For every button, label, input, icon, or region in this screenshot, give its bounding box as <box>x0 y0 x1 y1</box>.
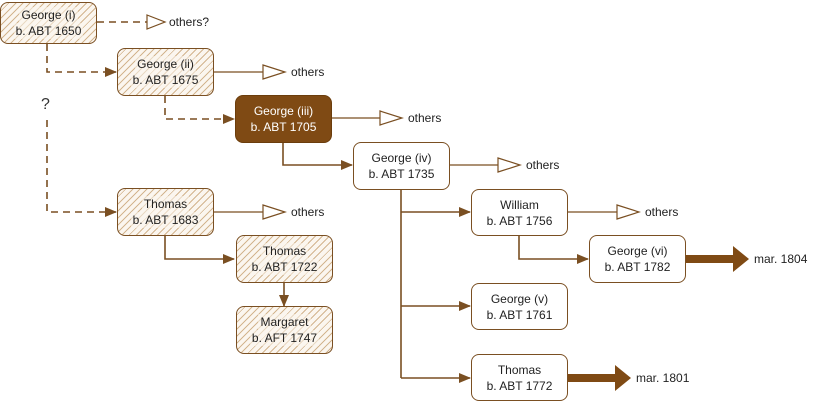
unknown-to-thomas-1683-link <box>46 120 117 217</box>
person-name: George (iv) <box>371 151 432 165</box>
person-birth: b. ABT 1683 <box>130 212 201 228</box>
william-others-link <box>568 204 641 220</box>
person-name: George (ii) <box>135 56 196 72</box>
george-iii-others-label: others <box>408 111 442 125</box>
person-birth: b. ABT 1675 <box>130 72 201 88</box>
person-thomas-1683[interactable]: Thomas b. ABT 1683 <box>117 188 214 236</box>
person-name: George (iii) <box>253 104 314 118</box>
person-name: George (i) <box>19 7 78 23</box>
person-george-vi[interactable]: George (vi) b. ABT 1782 <box>589 235 686 283</box>
person-birth: b. ABT 1756 <box>486 213 553 228</box>
george-iv-others-link <box>450 157 522 173</box>
person-birth: b. ABT 1650 <box>13 23 84 39</box>
person-birth: b. ABT 1761 <box>486 307 553 322</box>
person-name: George (vi) <box>607 244 668 258</box>
person-thomas-1722[interactable]: Thomas b. ABT 1722 <box>236 235 333 283</box>
person-george-v[interactable]: George (v) b. ABT 1761 <box>471 283 568 330</box>
william-others-label: others <box>645 205 679 219</box>
person-name: Thomas <box>141 196 190 212</box>
george-i-to-ii-link <box>46 44 117 77</box>
george-ii-others-label: others <box>291 65 325 79</box>
person-birth: b. ABT 1735 <box>368 167 435 181</box>
thomas-1772-marriage-arrow <box>568 365 631 391</box>
thomas-1683-others-label: others <box>291 205 325 219</box>
others-unknown-label: others? <box>169 15 210 29</box>
george-ii-to-iii-link <box>164 96 235 124</box>
george-ii-others-link <box>214 64 287 80</box>
person-birth: b. ABT 1782 <box>604 260 671 274</box>
person-name: Margaret <box>258 314 311 330</box>
person-george-iv[interactable]: George (iv) b. ABT 1735 <box>353 142 450 190</box>
thomas-1683-others-link <box>214 204 287 220</box>
person-name: Thomas <box>497 362 542 377</box>
thomas-1772-marriage-label: mar. 1801 <box>636 371 690 385</box>
william-to-george-vi-link <box>518 236 589 264</box>
person-name: George (v) <box>490 291 549 306</box>
person-birth: b. ABT 1772 <box>486 378 553 393</box>
person-george-iii[interactable]: George (iii) b. ABT 1705 <box>235 95 332 143</box>
person-name: William <box>500 197 539 212</box>
george-iv-others-label: others <box>526 158 560 172</box>
george-vi-marriage-arrow <box>686 246 749 272</box>
person-name: Thomas <box>260 243 309 259</box>
george-iii-others-link <box>332 110 404 126</box>
person-george-i[interactable]: George (i) b. ABT 1650 <box>0 2 97 44</box>
george-iii-to-iv-link <box>282 143 353 170</box>
person-birth: b. ABT 1722 <box>249 259 320 275</box>
unknown-parent-marker: ? <box>41 96 50 113</box>
person-birth: b. AFT 1747 <box>249 330 320 346</box>
person-william[interactable]: William b. ABT 1756 <box>471 189 568 236</box>
person-birth: b. ABT 1705 <box>250 120 317 134</box>
george-vi-marriage-label: mar. 1804 <box>754 252 808 266</box>
thomas-1683-to-1722-link <box>164 236 235 264</box>
person-margaret[interactable]: Margaret b. AFT 1747 <box>236 306 333 354</box>
person-thomas-1772[interactable]: Thomas b. ABT 1772 <box>471 354 568 401</box>
george-iv-children-links <box>400 190 471 383</box>
person-george-ii[interactable]: George (ii) b. ABT 1675 <box>117 48 214 96</box>
george-i-others-link <box>97 14 167 30</box>
